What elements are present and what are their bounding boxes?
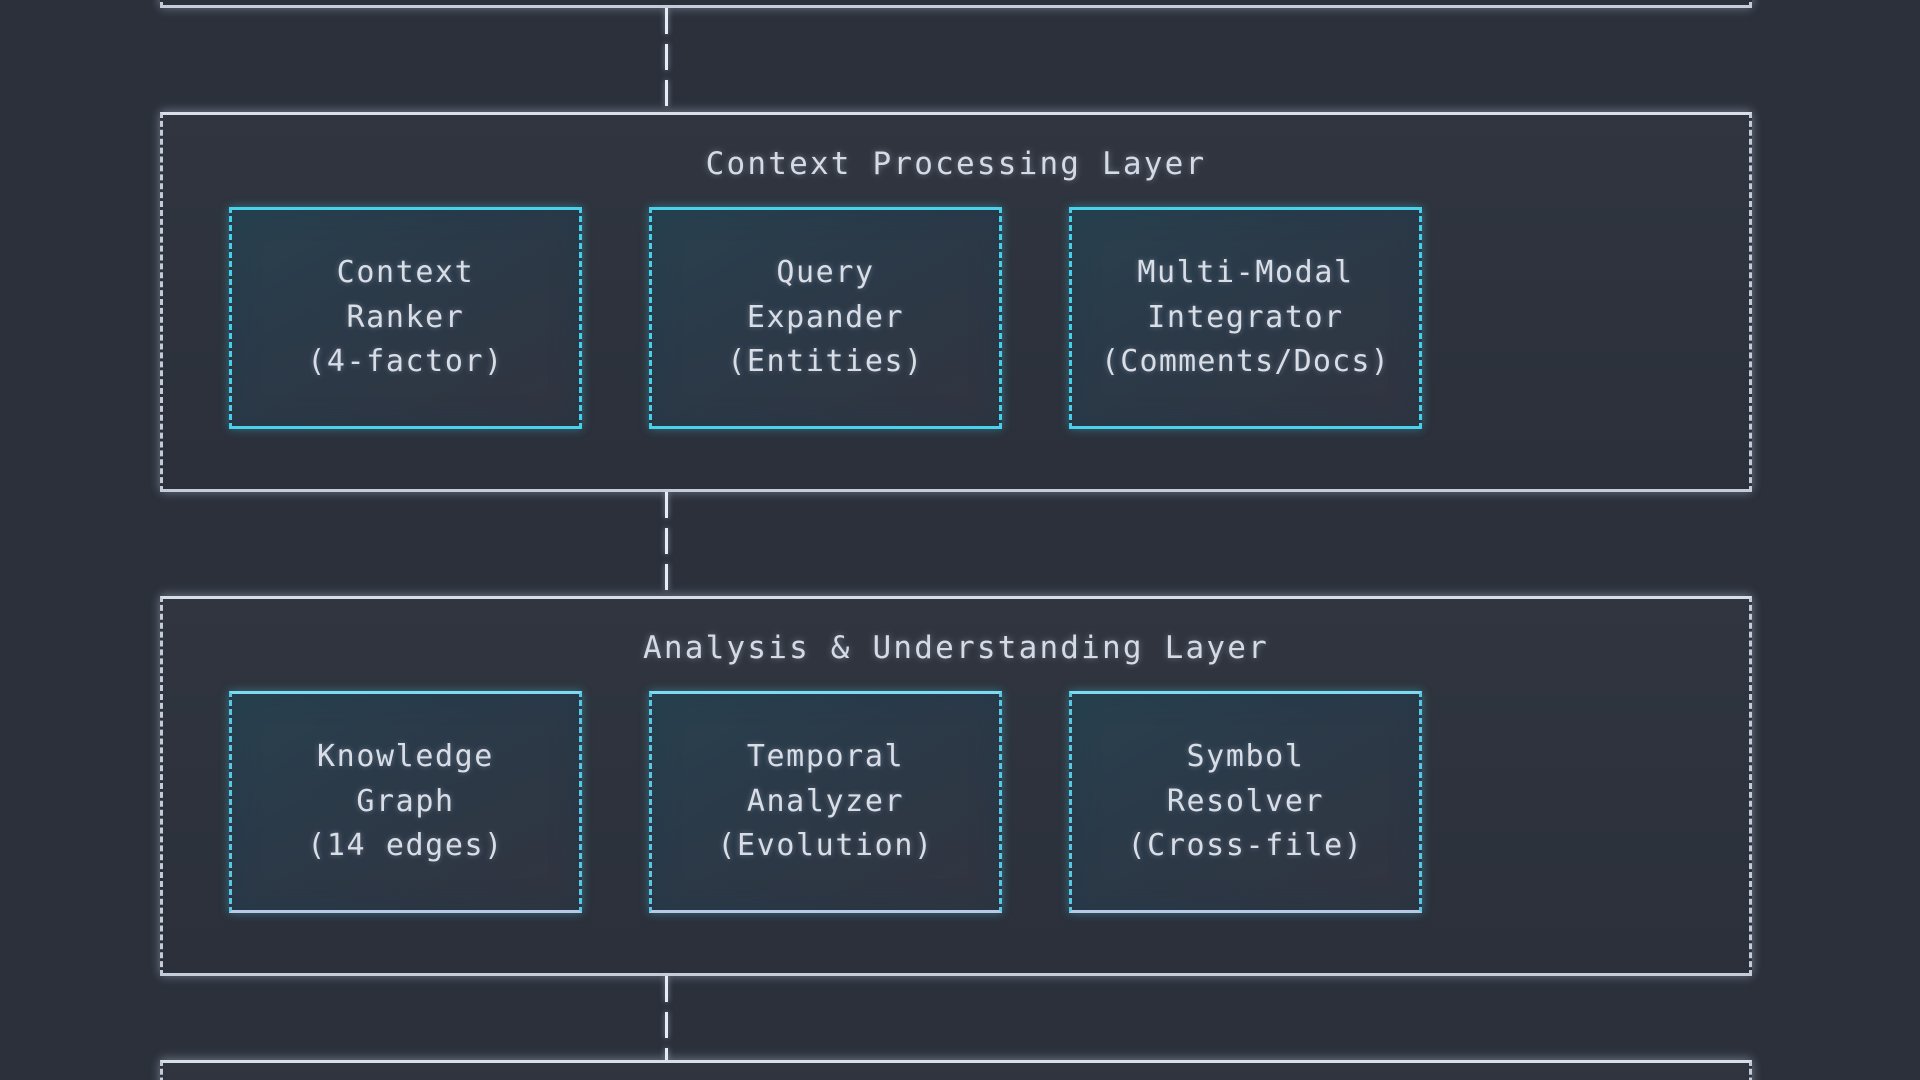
- node-line-subtitle: Graph: [356, 783, 455, 819]
- node-line-subtitle: Integrator: [1147, 299, 1344, 335]
- layer-panel-above-partial: [160, 0, 1752, 8]
- node-context-ranker[interactable]: Context Ranker (4-factor): [229, 207, 582, 429]
- node-line-title: Query: [776, 255, 875, 291]
- node-query-expander[interactable]: Query Expander (Entities): [649, 207, 1002, 429]
- node-line-title: Context: [336, 255, 475, 291]
- node-line-subtitle: Ranker: [346, 299, 465, 335]
- node-line-subtitle: Resolver: [1166, 783, 1325, 819]
- connector-context-to-analysis-layer: [665, 492, 668, 596]
- node-row-analysis-understanding: Knowledge Graph (14 edges) Temporal Anal…: [163, 664, 1749, 913]
- node-knowledge-graph[interactable]: Knowledge Graph (14 edges): [229, 691, 582, 913]
- node-line-title: Multi-Modal: [1137, 255, 1354, 291]
- node-line-title: Temporal: [746, 739, 905, 775]
- layer-panel-below-partial: [160, 1060, 1752, 1080]
- node-line-detail: (Comments/Docs): [1101, 344, 1390, 380]
- node-line-title: Knowledge: [317, 739, 494, 775]
- node-line-subtitle: Analyzer: [746, 783, 905, 819]
- node-line-subtitle: Expander: [746, 299, 905, 335]
- node-multi-modal-integrator[interactable]: Multi-Modal Integrator (Comments/Docs): [1069, 207, 1422, 429]
- node-temporal-analyzer[interactable]: Temporal Analyzer (Evolution): [649, 691, 1002, 913]
- layer-panel-analysis-understanding: Analysis & Understanding Layer Knowledge…: [160, 596, 1752, 976]
- layer-title-analysis-understanding: Analysis & Understanding Layer: [643, 630, 1269, 666]
- connector-above-to-context-layer: [665, 8, 668, 112]
- node-line-detail: (Entities): [727, 344, 924, 380]
- node-line-detail: (14 edges): [307, 828, 504, 864]
- layer-panel-context-processing: Context Processing Layer Context Ranker …: [160, 112, 1752, 492]
- node-line-detail: (4-factor): [307, 344, 504, 380]
- node-line-title: Symbol: [1186, 739, 1305, 775]
- node-row-context-processing: Context Ranker (4-factor) Query Expander…: [163, 180, 1749, 429]
- node-line-detail: (Evolution): [717, 828, 934, 864]
- node-symbol-resolver[interactable]: Symbol Resolver (Cross-file): [1069, 691, 1422, 913]
- connector-analysis-to-below-layer: [665, 976, 668, 1060]
- node-line-detail: (Cross-file): [1127, 828, 1364, 864]
- layer-title-context-processing: Context Processing Layer: [705, 146, 1207, 182]
